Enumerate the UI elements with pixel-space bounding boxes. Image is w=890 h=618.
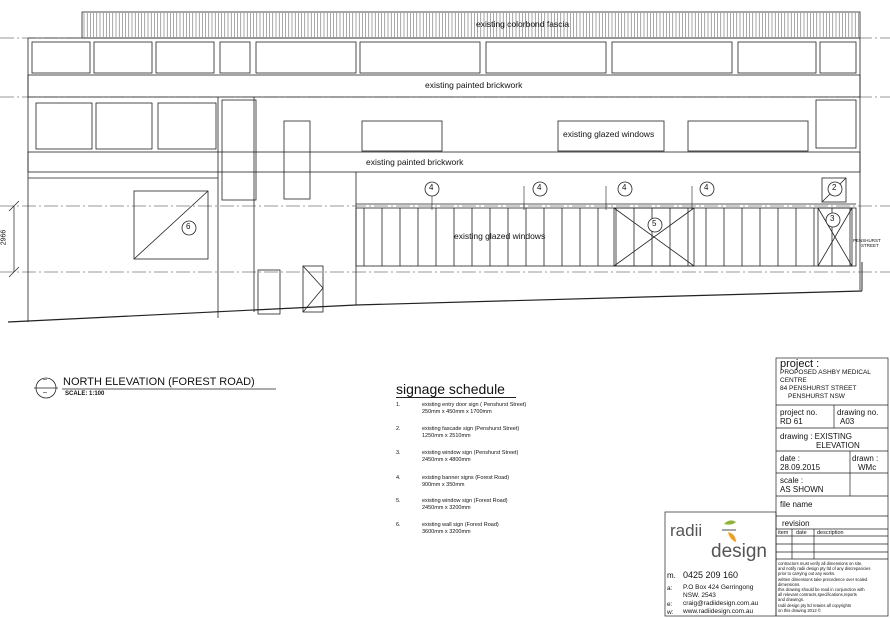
sign-marker-5 xyxy=(647,217,663,233)
fascia-hatch xyxy=(83,13,859,37)
scale-value: AS SHOWN xyxy=(780,485,824,494)
revision-label: revision xyxy=(782,519,810,528)
entry-door-sign-1 xyxy=(302,265,324,313)
street-sign-label: PENSHURST STREET xyxy=(853,238,881,248)
revision-col-description: description xyxy=(817,530,844,536)
sign-marker-4c xyxy=(617,181,633,197)
brickwork-top-label: existing painted brickwork xyxy=(425,80,523,90)
marker-label-2: 2 xyxy=(832,183,837,192)
project-name: PROPOSED ASHBY MEDICAL CENTRE 84 PENSHUR… xyxy=(780,369,871,400)
sign-marker-6 xyxy=(181,220,197,236)
ground-line xyxy=(7,304,357,323)
marker-label-4a: 4 xyxy=(429,183,434,192)
dimension-2966 xyxy=(8,200,20,278)
logo-word-design: design xyxy=(711,541,767,562)
glazed-upper-label: existing glazed windows xyxy=(563,129,655,139)
drawing-no-label: drawing no. xyxy=(837,408,879,417)
marker-label-4d: 4 xyxy=(704,183,709,192)
revision-col-item: item xyxy=(778,530,789,536)
drawing-title: ELEVATION xyxy=(816,441,860,450)
address-line-1: P.O Box 424 Gerringong xyxy=(683,584,754,591)
view-symbol-bottom: – xyxy=(43,389,47,396)
marker-label-4b: 4 xyxy=(537,183,542,192)
address-line-2: NSW. 2543 xyxy=(683,592,716,599)
brickwork-band-mid xyxy=(27,151,861,173)
view-scale: SCALE: 1:100 xyxy=(65,391,105,397)
sign-marker-4b xyxy=(532,181,548,197)
drawn-value: WMc xyxy=(858,463,877,472)
address-label: a: xyxy=(667,585,673,592)
project-no: RD 61 xyxy=(780,417,803,426)
drawing-no: A03 xyxy=(840,417,855,426)
logo-word-radii: radii xyxy=(670,521,703,540)
brickwork-mid-label: existing painted brickwork xyxy=(366,157,464,167)
view-title: NORTH ELEVATION (FOREST ROAD) xyxy=(63,376,255,388)
date-value: 28.09.2015 xyxy=(780,463,821,472)
file-name-label: file name xyxy=(780,500,813,509)
datum-lines xyxy=(0,37,890,273)
drawing-label: drawing : EXISTING xyxy=(780,432,853,441)
web-address: www.radiidesign.com.au xyxy=(683,608,754,615)
dimension-label: 2966 xyxy=(0,229,8,246)
title-block-notes: contractors must verify all dimensions o… xyxy=(778,561,871,613)
marker-label-6: 6 xyxy=(186,222,191,231)
date-label: date : xyxy=(780,454,801,463)
schedule-underline xyxy=(396,397,516,398)
sign-marker-2 xyxy=(827,181,843,197)
schedule-heading: signage schedule xyxy=(396,381,505,397)
wall-sign-6 xyxy=(133,190,209,260)
drawn-label: drawn : xyxy=(852,454,879,463)
phone-number: 0425 209 160 xyxy=(683,570,739,580)
web-label: w: xyxy=(667,609,674,616)
revision-col-date: date xyxy=(796,530,807,536)
window-sign-3 xyxy=(817,207,853,267)
second-window-row xyxy=(35,99,857,201)
marker-label-3: 3 xyxy=(830,214,835,223)
email-address: craig@radiidesign.com.au xyxy=(683,600,759,607)
project-no-label: project no. xyxy=(780,408,818,417)
project-label: project : xyxy=(780,358,820,370)
phone-label: m. xyxy=(667,571,676,580)
scale-label: scale : xyxy=(780,476,804,485)
sign-marker-4a xyxy=(424,181,440,197)
view-symbol-top: – xyxy=(43,376,47,383)
sign-marker-4d xyxy=(699,181,715,197)
glazed-lower-label: existing glazed windows xyxy=(454,231,546,241)
radii-logo-mark xyxy=(722,520,736,542)
sign-marker-3 xyxy=(825,212,841,228)
facade-sign-2 xyxy=(821,177,847,203)
fascia-label: existing colorbond fascia xyxy=(476,19,570,29)
lower-glazed-windows xyxy=(363,208,851,266)
marker-label-4c: 4 xyxy=(622,183,627,192)
window-sign-5 xyxy=(613,207,695,267)
door-left xyxy=(257,269,281,315)
marker-label-5: 5 xyxy=(652,219,657,228)
email-label: e: xyxy=(667,601,673,608)
view-symbol xyxy=(34,377,58,399)
upper-window-row xyxy=(31,41,857,74)
title-block-frame xyxy=(664,357,889,617)
